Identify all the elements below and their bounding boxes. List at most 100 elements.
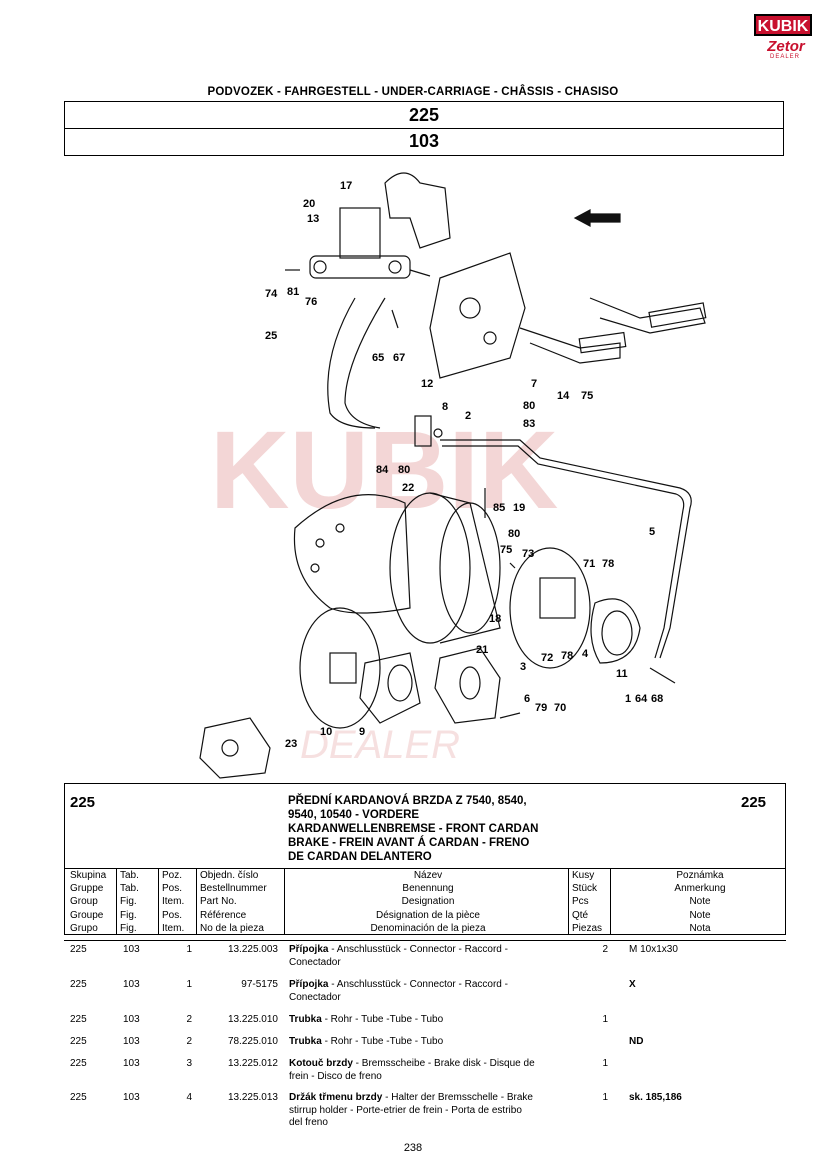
callout-74: 74 — [265, 288, 278, 300]
col-label: Tab. — [120, 883, 139, 895]
col-label: Designation — [401, 896, 455, 908]
callout-68: 68 — [651, 693, 664, 705]
diagram-drawing: KUBIK DEALER — [199, 172, 707, 779]
callout-73: 73 — [522, 548, 535, 560]
callout-75-b: 75 — [500, 544, 513, 556]
name-line2: frein - Disco de freno — [289, 1070, 382, 1082]
name-rest: - Anschlusstück - Connector - Raccord - — [328, 944, 508, 955]
col-label: Note — [689, 909, 711, 921]
callout-67: 67 — [393, 352, 406, 364]
parts-list: 225 103 1 13.225.003 Přípojka - Anschlus… — [0, 944, 826, 1134]
svg-text:DEALER: DEALER — [300, 723, 460, 767]
name-bold: Trubka — [289, 1014, 322, 1025]
col-poz: Poz. Pos. Item. Pos. Item. — [158, 868, 196, 934]
callout-75-a: 75 — [581, 390, 594, 402]
cell-name: Trubka - Rohr - Tube -Tube - Tubo — [289, 1036, 569, 1049]
col-tab: Tab. Tab. Fig. Fig. Fig. — [116, 868, 158, 934]
col-label: Bestellnummer — [200, 883, 267, 895]
column-divider — [196, 868, 197, 934]
table-row: 225 103 1 13.225.003 Přípojka - Anschlus… — [0, 944, 826, 974]
name-rest: - Anschlusstück - Connector - Raccord - — [328, 979, 508, 990]
col-label: Piezas — [572, 922, 603, 934]
cell-name: Držák třmenu brzdy - Halter der Bremssch… — [289, 1092, 569, 1130]
col-objedn: Objedn. číslo Bestellnummer Part No. Réf… — [196, 868, 284, 934]
page-title: PODVOZEK - FAHRGESTELL - UNDER-CARRIAGE … — [207, 86, 619, 98]
cell-part-no: 13.225.013 — [227, 1092, 278, 1103]
name-bold: Přípojka — [289, 979, 329, 990]
group-code-left: 225 — [70, 794, 96, 811]
cell-name: Trubka - Rohr - Tube -Tube - Tubo — [289, 1014, 569, 1027]
callout-81: 81 — [287, 286, 300, 298]
cell-poz: 2 — [186, 1014, 192, 1025]
cell-tab: 103 — [123, 979, 140, 990]
cell-part-no: 78.225.010 — [227, 1036, 278, 1047]
col-label: Fig. — [120, 909, 137, 921]
cell-part-no: 97-5175 — [241, 979, 278, 990]
cell-note: M 10x1x30 — [629, 944, 678, 955]
group-code-right: 225 — [741, 794, 767, 811]
cell-poz: 3 — [186, 1058, 192, 1069]
callout-83: 83 — [523, 418, 536, 430]
col-label: Skupina — [70, 870, 107, 881]
table-row: 225 103 2 78.225.010 Trubka - Rohr - Tub… — [0, 1036, 826, 1054]
col-label: Poz. — [162, 870, 183, 881]
callout-13: 13 — [307, 213, 320, 225]
col-label: Référence — [200, 909, 247, 921]
callout-78-a: 78 — [602, 558, 615, 570]
cell-tab: 103 — [123, 1036, 140, 1047]
kubik-zetor-logo: KUBIK Zetor DEALER — [752, 14, 814, 64]
col-label: Pos. — [162, 909, 183, 921]
callout-3: 3 — [520, 661, 527, 673]
callout-64: 64 — [635, 693, 648, 705]
cell-note: ND — [629, 1036, 644, 1047]
col-label: Désignation de la pièce — [376, 909, 480, 921]
cell-poz: 1 — [186, 944, 192, 955]
callout-78-b: 78 — [561, 650, 574, 662]
callout-76: 76 — [305, 296, 318, 308]
name-line2: stirrup holder - Porte-etrier de frein -… — [289, 1104, 522, 1116]
col-label: Group — [70, 896, 98, 908]
section-title-line: BRAKE - FREIN AVANT Á CARDAN - FRENO — [288, 837, 530, 849]
name-bold: Držák třmenu brzdy — [289, 1092, 383, 1103]
cell-part-no: 13.225.003 — [227, 944, 278, 955]
col-label: Poznámka — [676, 870, 724, 881]
callout-85: 85 — [493, 502, 506, 514]
cell-name: Kotouč brzdy - Bremsscheibe - Brake disk… — [289, 1058, 569, 1083]
table-row: 225 103 3 13.225.012 Kotouč brzdy - Brem… — [0, 1058, 826, 1088]
callout-70: 70 — [554, 702, 567, 714]
col-label: Název — [413, 870, 443, 881]
col-nazev: Název Benennung Designation Désignation … — [284, 868, 568, 934]
cell-skupina: 225 — [70, 1014, 87, 1025]
logo-zetor: Zetor — [767, 38, 805, 55]
callout-2: 2 — [465, 410, 472, 422]
col-label: Item. — [162, 896, 185, 908]
callout-25: 25 — [265, 330, 278, 342]
column-divider — [158, 868, 159, 934]
col-label: Qté — [572, 909, 589, 921]
group-code-box: 225 — [64, 101, 784, 129]
name-rest: - Rohr - Tube -Tube - Tubo — [321, 1014, 444, 1025]
callout-14: 14 — [557, 390, 570, 402]
cell-note: X — [629, 979, 636, 990]
callout-72: 72 — [541, 652, 554, 664]
cell-skupina: 225 — [70, 1058, 87, 1069]
col-label: Note — [689, 896, 711, 908]
table-row: 225 103 4 13.225.013 Držák třmenu brzdy … — [0, 1092, 826, 1134]
name-rest: - Halter der Bremsschelle - Brake — [382, 1092, 533, 1103]
callout-1: 1 — [625, 693, 632, 705]
name-rest: - Bremsscheibe - Brake disk - Disque de — [352, 1058, 535, 1069]
column-header-row — [64, 868, 786, 935]
cell-qty: 2 — [602, 944, 608, 955]
callout-71: 71 — [583, 558, 596, 570]
cell-tab: 103 — [123, 944, 140, 955]
cell-qty: 1 — [602, 1092, 608, 1103]
name-rest: - Rohr - Tube -Tube - Tubo — [321, 1036, 444, 1047]
header-separator — [64, 940, 786, 941]
callout-84: 84 — [376, 464, 389, 476]
col-label: Gruppe — [70, 883, 104, 895]
cell-name: Přípojka - Anschlusstück - Connector - R… — [289, 944, 569, 969]
callout-12: 12 — [421, 378, 434, 390]
section-title-line: 9540, 10540 - VORDERE — [288, 809, 420, 821]
col-kusy: Kusy Stück Pcs Qté Piezas — [568, 868, 610, 934]
cell-tab: 103 — [123, 1014, 140, 1025]
